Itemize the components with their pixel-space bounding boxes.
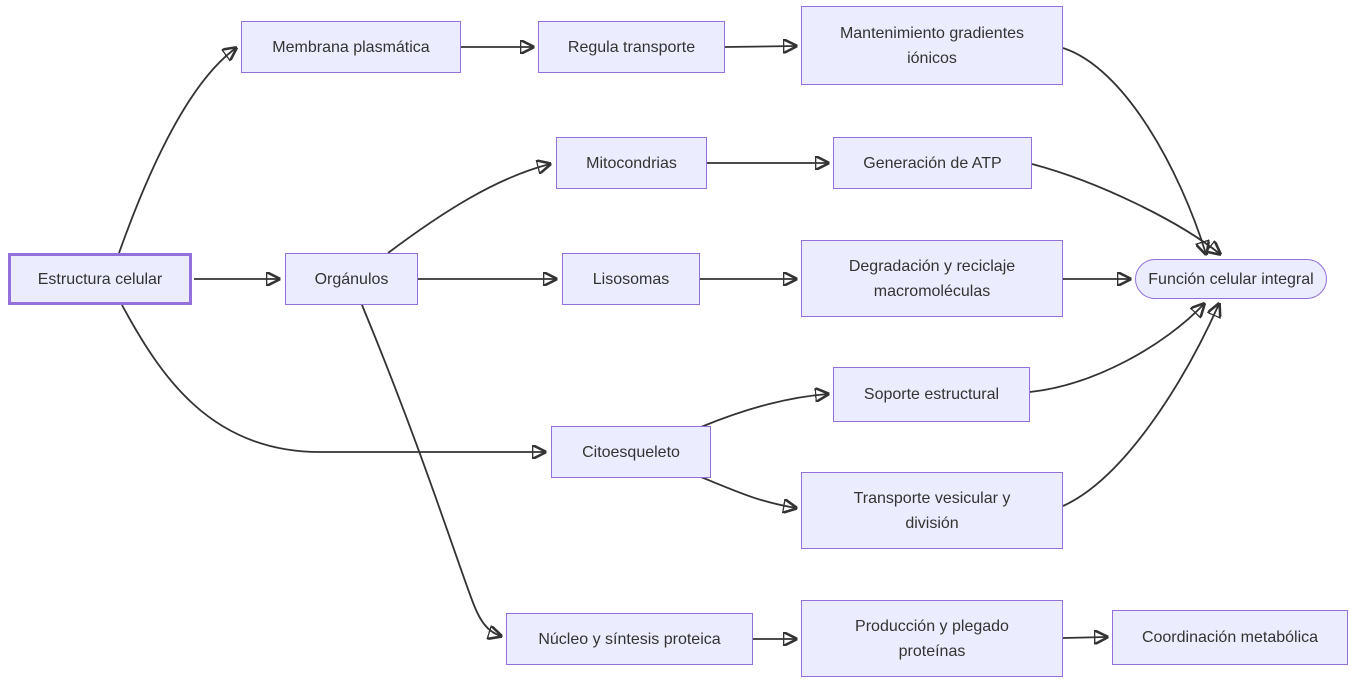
edge-citoesqueleto-transporte — [700, 476, 796, 508]
edge-estructura-citoesqueleto — [121, 304, 545, 452]
node-soporte-estructural: Soporte estructural — [833, 367, 1030, 422]
node-coordinacion-metabolica: Coordinación metabólica — [1112, 610, 1348, 665]
node-mantenimiento-gradientes-ionicos: Mantenimiento gradientes iónicos — [801, 6, 1063, 85]
edge-generacion-funcion — [1031, 163, 1220, 254]
edge-organulos-nucleo — [361, 304, 501, 636]
edge-citoesqueleto-soporte — [700, 394, 828, 428]
node-organulos: Orgánulos — [285, 253, 418, 305]
node-lisosomas: Lisosomas — [562, 253, 700, 305]
node-membrana-plasmatica: Membrana plasmática — [241, 21, 461, 73]
node-produccion-plegado-proteinas: Producción y plegado proteínas — [801, 600, 1063, 677]
edge-transporte-funcion — [1062, 304, 1219, 507]
edge-produccion-coordinacion — [1062, 637, 1107, 638]
node-estructura-celular: Estructura celular — [8, 253, 192, 305]
node-generacion-de-atp: Generación de ATP — [833, 137, 1032, 189]
edge-regula-mantenimiento — [724, 46, 796, 47]
edge-estructura-membrana — [118, 48, 236, 254]
node-nucleo-sintesis-proteica: Núcleo y síntesis proteica — [506, 613, 753, 665]
edge-mantenimiento-funcion — [1062, 47, 1206, 254]
node-transporte-vesicular-division: Transporte vesicular y división — [801, 472, 1063, 549]
node-regula-transporte: Regula transporte — [538, 21, 725, 73]
edge-soporte-funcion — [1029, 304, 1204, 393]
node-mitocondrias: Mitocondrias — [556, 137, 707, 189]
edge-organulos-mitocondrias — [387, 164, 550, 254]
node-citoesqueleto: Citoesqueleto — [551, 426, 711, 478]
node-degradacion-reciclaje-macromoleculas: Degradación y reciclaje macromoléculas — [801, 240, 1063, 317]
node-funcion-celular-integral: Función celular integral — [1135, 259, 1327, 299]
